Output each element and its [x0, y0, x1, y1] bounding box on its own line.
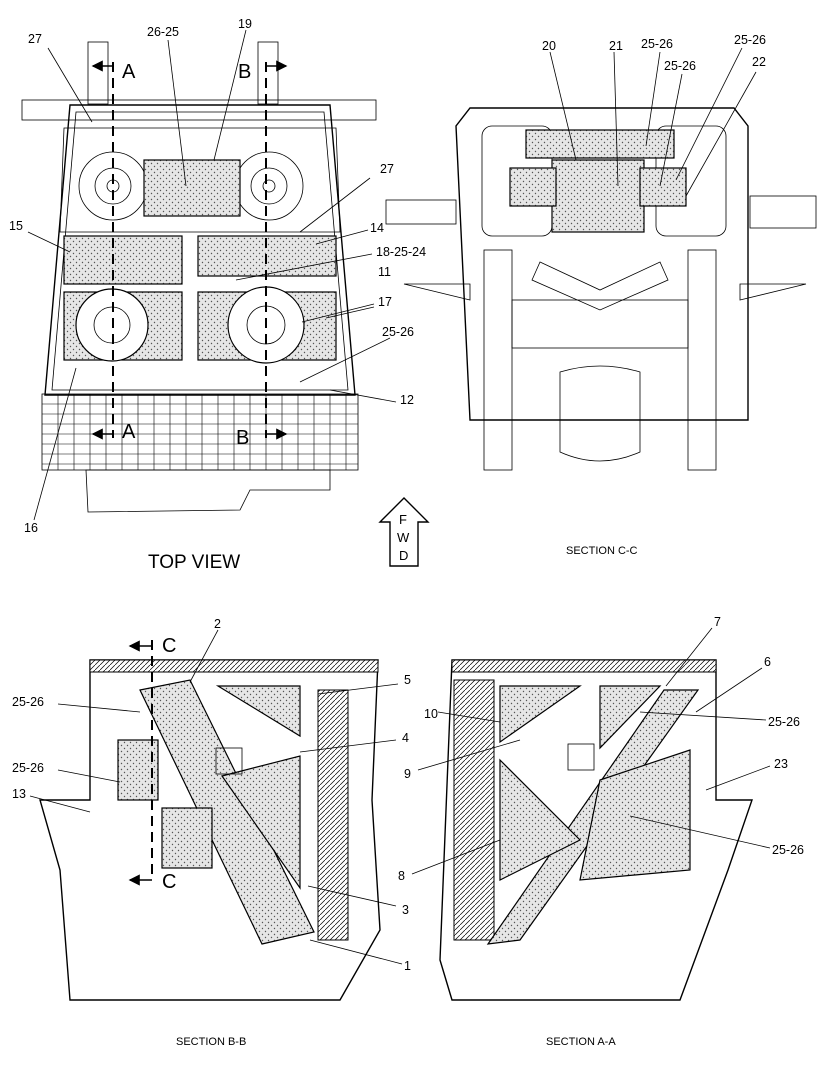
callout-10: 10: [424, 707, 438, 721]
callout-23: 23: [774, 757, 788, 771]
callout-27-right: 27: [380, 162, 394, 176]
frame-rail: [21, 99, 377, 121]
radiator-core-b: [317, 689, 349, 941]
section-b-body: [39, 659, 381, 1001]
callout-14: 14: [370, 221, 384, 235]
radiator-core-a: [453, 679, 495, 941]
callout-6: 6: [764, 655, 771, 669]
mount-post-right: [257, 41, 279, 105]
callout-25-26-b1: 25-26: [12, 695, 44, 709]
fwd-letter-d: D: [399, 548, 408, 563]
callout-13: 13: [12, 787, 26, 801]
callout-4: 4: [402, 731, 409, 745]
section-c-body: [455, 107, 749, 421]
callout-25-26-a1: 25-26: [768, 715, 800, 729]
lower-chassis: [85, 469, 331, 513]
center-plate: [143, 159, 241, 217]
callout-7: 7: [714, 615, 721, 629]
callout-25-26-a2: 25-26: [772, 843, 804, 857]
callout-25-26-c1: 25-26: [641, 37, 673, 51]
callout-25-26-c3: 25-26: [734, 33, 766, 47]
upper-plate: [525, 129, 675, 159]
callout-20: 20: [542, 39, 556, 53]
callout-18-25-24: 18-25-24: [376, 245, 426, 259]
center-pack: [551, 159, 645, 233]
fwd-letter-f: F: [399, 512, 407, 527]
callout-1: 1: [404, 959, 411, 973]
callout-9: 9: [404, 767, 411, 781]
section-b-view: C C 2 5 25-26 4 25-26 13 3 1 SECTION B-B: [12, 617, 411, 1048]
marker-a-bottom: A: [122, 421, 136, 443]
title-section-c: SECTION C-C: [566, 545, 638, 557]
callout-19: 19: [238, 17, 252, 31]
callout-17: 17: [378, 295, 392, 309]
marker-c-top: C: [162, 635, 176, 657]
section-a-view: 7 6 10 25-26 9 23 8 25-26 SECTION A-A: [398, 615, 804, 1048]
callout-12: 12: [400, 393, 414, 407]
marker-a-top: A: [122, 61, 136, 83]
callout-25-26-c2: 25-26: [664, 59, 696, 73]
marker-b-bottom: B: [236, 427, 249, 449]
radiator-grille: [41, 393, 359, 471]
callout-21: 21: [609, 39, 623, 53]
callout-3: 3: [402, 903, 409, 917]
title-section-a: SECTION A-A: [546, 1036, 616, 1048]
callout-15: 15: [9, 219, 23, 233]
top-body-outline: [44, 104, 356, 396]
diagonal-brace-b: [139, 679, 315, 945]
callout-5: 5: [404, 673, 411, 687]
mount-post-left: [87, 41, 109, 105]
chevron-brace: [531, 261, 669, 311]
top-view: A B A B 27 26-25 19 27 15 14 18-25-24 11…: [9, 17, 426, 573]
forward-direction-arrow: F W D: [378, 497, 430, 567]
panel-upper-left: [63, 235, 183, 285]
callout-11: 11: [378, 265, 391, 279]
callout-22: 22: [752, 55, 766, 69]
callout-26-25: 26-25: [147, 25, 179, 39]
title-top-view: TOP VIEW: [148, 552, 240, 573]
title-section-b: SECTION B-B: [176, 1036, 246, 1048]
fwd-letter-w: W: [397, 530, 410, 545]
callout-25-26-b2: 25-26: [12, 761, 44, 775]
fwd-arrow-shape: [378, 497, 430, 567]
section-c-view: 20 21 25-26 25-26 25-26 22 SECTION C-C: [385, 33, 817, 557]
center-opening: [559, 365, 641, 462]
section-a-body: [439, 659, 753, 1001]
marker-b-top: B: [238, 61, 251, 83]
marker-c-bottom: C: [162, 871, 176, 893]
column-right: [687, 249, 717, 471]
port-ring-right: [234, 151, 304, 221]
callout-25-26-top: 25-26: [382, 325, 414, 339]
callout-16: 16: [24, 521, 38, 535]
callout-2: 2: [214, 617, 221, 631]
column-left: [483, 249, 513, 471]
callout-27-top: 27: [28, 32, 42, 46]
callout-8: 8: [398, 869, 405, 883]
